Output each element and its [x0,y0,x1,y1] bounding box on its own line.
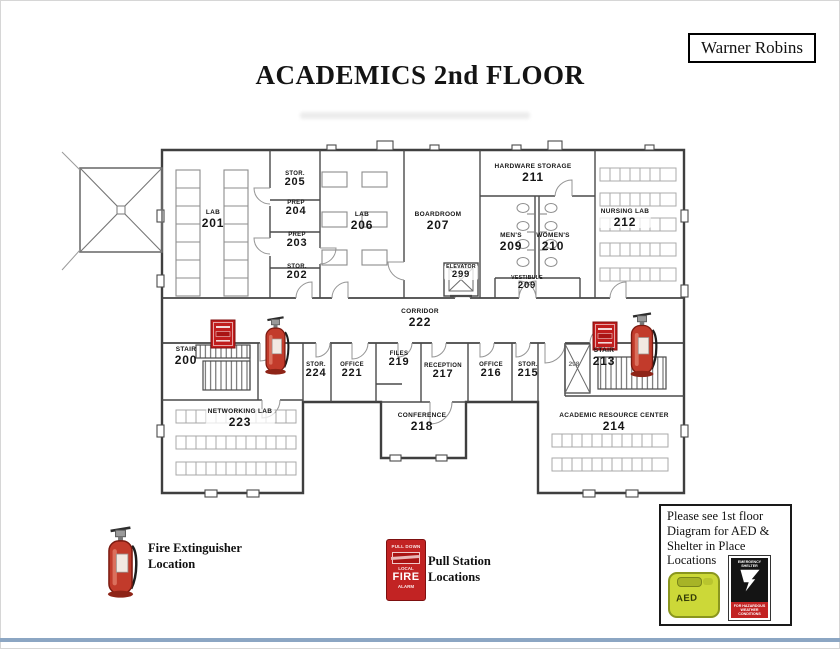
pull-station-legend-label: Pull Station Locations [428,554,491,584]
interior-walls-lower [162,343,684,403]
wall-pilasters [156,140,689,498]
desks-lab-201 [175,169,249,297]
page-bottom-rule [0,638,840,642]
aed-handle [677,577,702,587]
aed-device-icon: AED [668,572,720,618]
pull-station-legend-icon: PULL DOWN LOCAL FIRE ALARM [386,539,426,601]
pull-station-handle [390,551,420,564]
desks-arc-214 [551,433,669,472]
fire-extinguisher-legend-label: Fire Extinguisher Location [148,541,242,571]
room-label-stor-202: STOR.202 [286,264,308,282]
stairs-200 [195,344,251,391]
tables-lab-206 [321,171,388,266]
skylight-cross-area [61,151,163,271]
shelter-sign-caption: FOR HAZARDOUS WEATHER CONDITIONS [731,602,768,618]
desks-nursing-lab-212 [599,167,677,282]
tornado-icon [739,569,760,592]
fire-extinguisher-icon-left [264,316,290,376]
restroom-fixtures [516,203,558,267]
room-label-stor-224: STOR.224 [305,362,327,380]
faded-subtitle-mark [300,112,530,119]
pull-station-icon-right [592,321,618,351]
shaft-298 [564,343,591,394]
page-title: ACADEMICS 2nd FLOOR [255,60,585,90]
shelter-sign-title: EMERGENCY SHELTER [737,559,762,568]
shelter-sign-panel: EMERGENCY SHELTER [731,558,768,603]
fire-extinguisher-icon-right [629,312,658,379]
room-label-stor-215: STOR.215 [517,362,539,380]
pull-station-sign-fire-text: FIRE [392,571,420,584]
aed-indicator [703,578,713,585]
pull-station-handle-bar [390,554,420,560]
note-text: Please see 1st floor Diagram for AED & S… [667,509,770,568]
interior-walls-upper [269,150,596,298]
fire-extinguisher-legend-icon [106,526,138,599]
room-label-stor-205: STOR.205 [284,171,306,189]
first-floor-note-box: Please see 1st floor Diagram for AED & S… [659,504,792,626]
exterior-walls [160,148,686,495]
shelter-in-place-sign: EMERGENCY SHELTER FOR HAZARDOUS WEATHER … [728,555,771,621]
pull-station-sign-top-text: PULL DOWN [391,544,421,549]
pull-station-icon-left [210,319,236,349]
site-label: Warner Robins [688,33,816,63]
aed-label: AED [675,592,698,605]
pull-station-sign-alarm-text: ALARM [397,583,415,589]
room-label-shaft-298: 298 [568,361,580,368]
pull-station-sign-local-text: LOCAL [398,565,414,571]
